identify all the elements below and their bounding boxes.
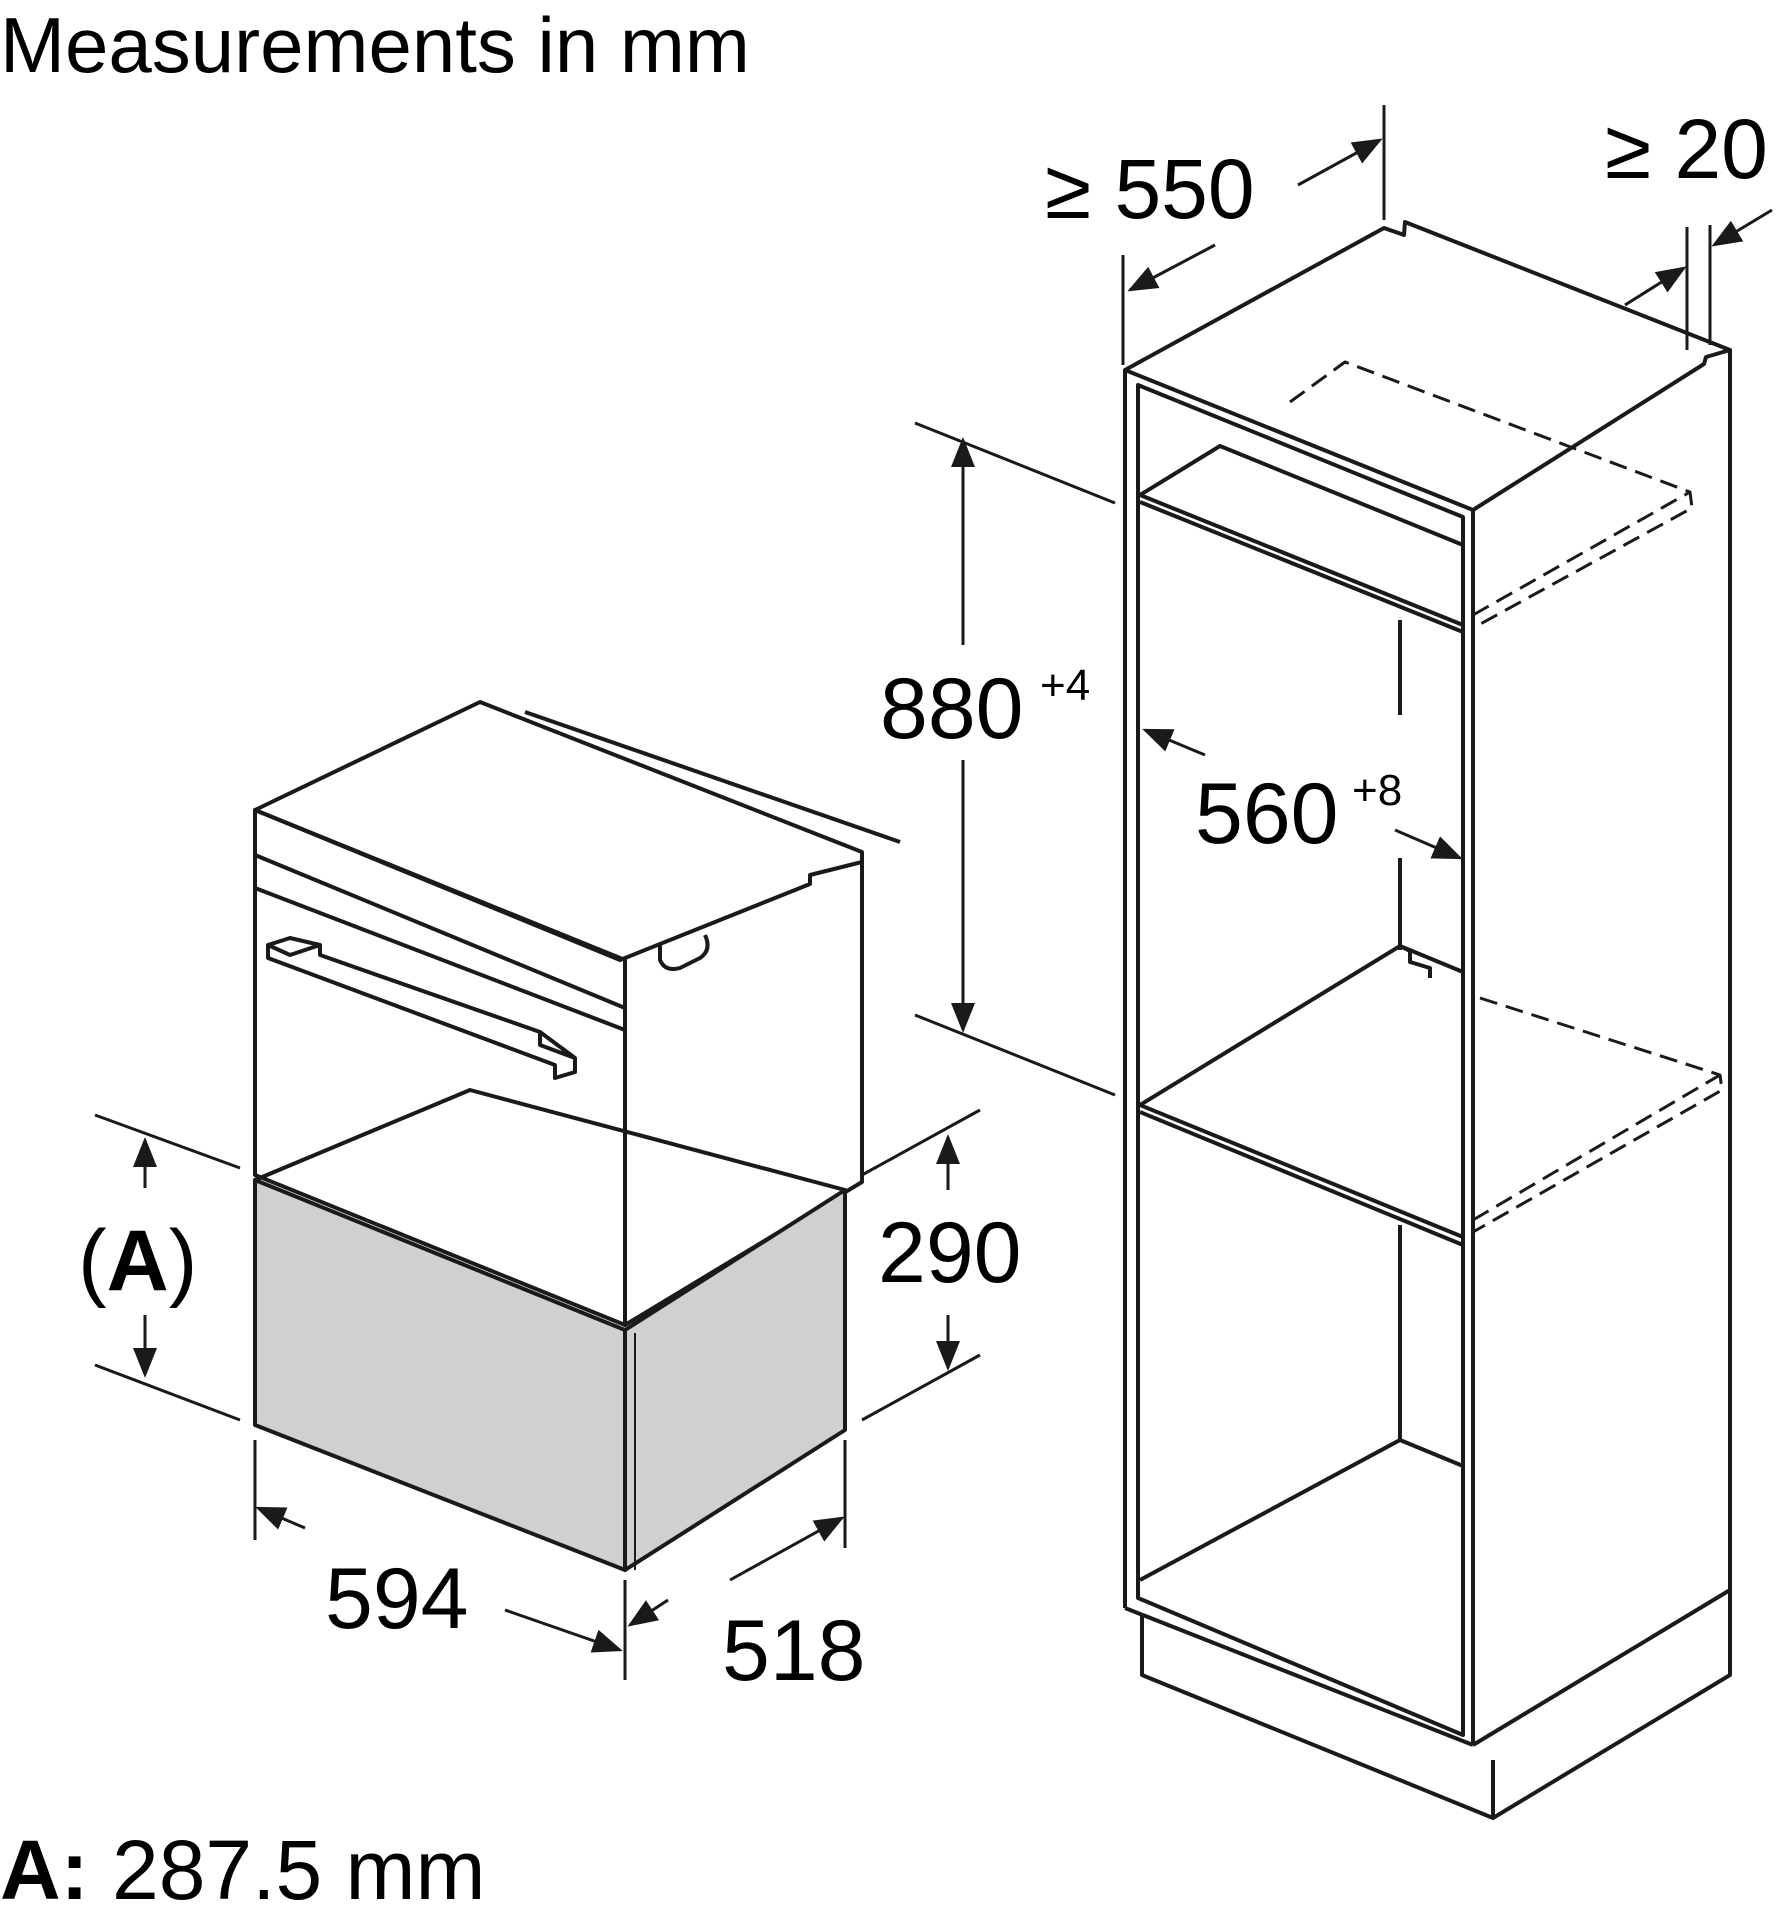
cabinet-plinth bbox=[1140, 1615, 1495, 1820]
cabinet-bottom-shelf bbox=[1139, 1438, 1464, 1582]
label-niche-width: 560 bbox=[1195, 766, 1339, 862]
dimension-drawer-a bbox=[94, 1113, 241, 1422]
drawer-front-face bbox=[253, 1178, 627, 1572]
dimension-niche-height bbox=[914, 421, 1116, 1097]
label-drawer-height: 290 bbox=[878, 1205, 1022, 1301]
footer-label: A: bbox=[0, 1823, 89, 1917]
label-niche-width-tolerance: +8 bbox=[1352, 766, 1402, 815]
label-rear-gap: ≥ 20 bbox=[1605, 102, 1768, 196]
hidden-mid-shelf bbox=[1472, 996, 1724, 1234]
label-appliance-depth: 518 bbox=[722, 1603, 866, 1699]
footer-value: 287.5 mm bbox=[111, 1823, 486, 1917]
oven bbox=[253, 700, 901, 1327]
dimension-appliance-depth bbox=[627, 1440, 847, 1627]
label-niche-height-tolerance: +4 bbox=[1040, 661, 1090, 710]
dimension-appliance-width bbox=[253, 1440, 627, 1680]
warming-drawer bbox=[253, 1088, 847, 1572]
label-appliance-width: 594 bbox=[325, 1551, 469, 1647]
dimension-niche-width bbox=[1142, 728, 1463, 860]
page-title: Measurements in mm bbox=[0, 1, 750, 89]
dimension-cabinet-depth bbox=[1121, 105, 1386, 365]
cabinet-middle-shelf bbox=[1139, 1103, 1464, 1247]
hidden-top-shelf bbox=[1289, 360, 1694, 630]
cabinet-side-bottom-edge bbox=[1471, 1588, 1732, 1747]
cabinet-top-face bbox=[1123, 220, 1732, 512]
oven-door-handle bbox=[266, 936, 577, 1080]
dimension-rear-gap bbox=[1624, 208, 1773, 350]
footer-note: A: 287.5 mm bbox=[0, 1822, 485, 1918]
tall-cabinet bbox=[1123, 220, 1732, 1820]
label-niche-height: 880 bbox=[880, 661, 1024, 757]
dimension-drawer-height bbox=[861, 1108, 981, 1422]
drawer-side-face bbox=[623, 1188, 847, 1572]
oven-top-face bbox=[253, 700, 864, 962]
cabinet-inner-frame bbox=[1136, 383, 1465, 1737]
label-cabinet-depth: ≥ 550 bbox=[1045, 142, 1255, 236]
label-drawer-a: (A) bbox=[78, 1213, 197, 1309]
cabinet-top-shelf bbox=[1139, 493, 1464, 634]
